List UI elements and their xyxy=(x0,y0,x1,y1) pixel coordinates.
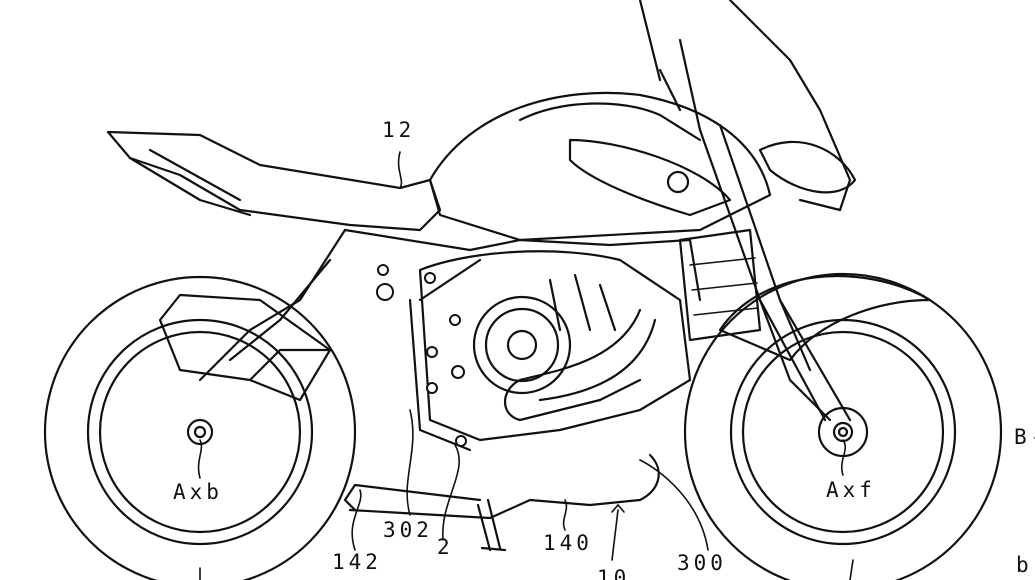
label-302: 302 xyxy=(383,518,433,542)
label-section-b-lower: b. xyxy=(1016,553,1035,577)
under-cowl xyxy=(343,453,660,520)
front-fork xyxy=(638,0,852,422)
leader-lines xyxy=(197,151,854,580)
headlight-cowl xyxy=(728,0,857,212)
side-stand xyxy=(476,498,507,552)
label-142: 142 xyxy=(332,550,382,574)
label-140: 140 xyxy=(543,531,593,555)
label-10: 10 xyxy=(597,566,631,580)
label-axb: Axb xyxy=(173,480,223,504)
label-axf: Axf xyxy=(826,478,876,502)
front-fender xyxy=(718,274,932,362)
seat-tail xyxy=(106,130,442,232)
radiator xyxy=(678,228,762,342)
engine xyxy=(418,250,692,442)
exhaust-pipes xyxy=(504,308,657,422)
label-section-b-upper: B- xyxy=(1014,425,1035,449)
label-2: 2 xyxy=(437,535,454,559)
muffler xyxy=(158,293,332,402)
label-12: 12 xyxy=(382,118,416,142)
rear-wheel xyxy=(43,275,357,580)
bolts xyxy=(376,264,467,447)
frame xyxy=(198,228,702,452)
fuel-tank xyxy=(428,91,772,242)
label-300: 300 xyxy=(677,551,727,575)
